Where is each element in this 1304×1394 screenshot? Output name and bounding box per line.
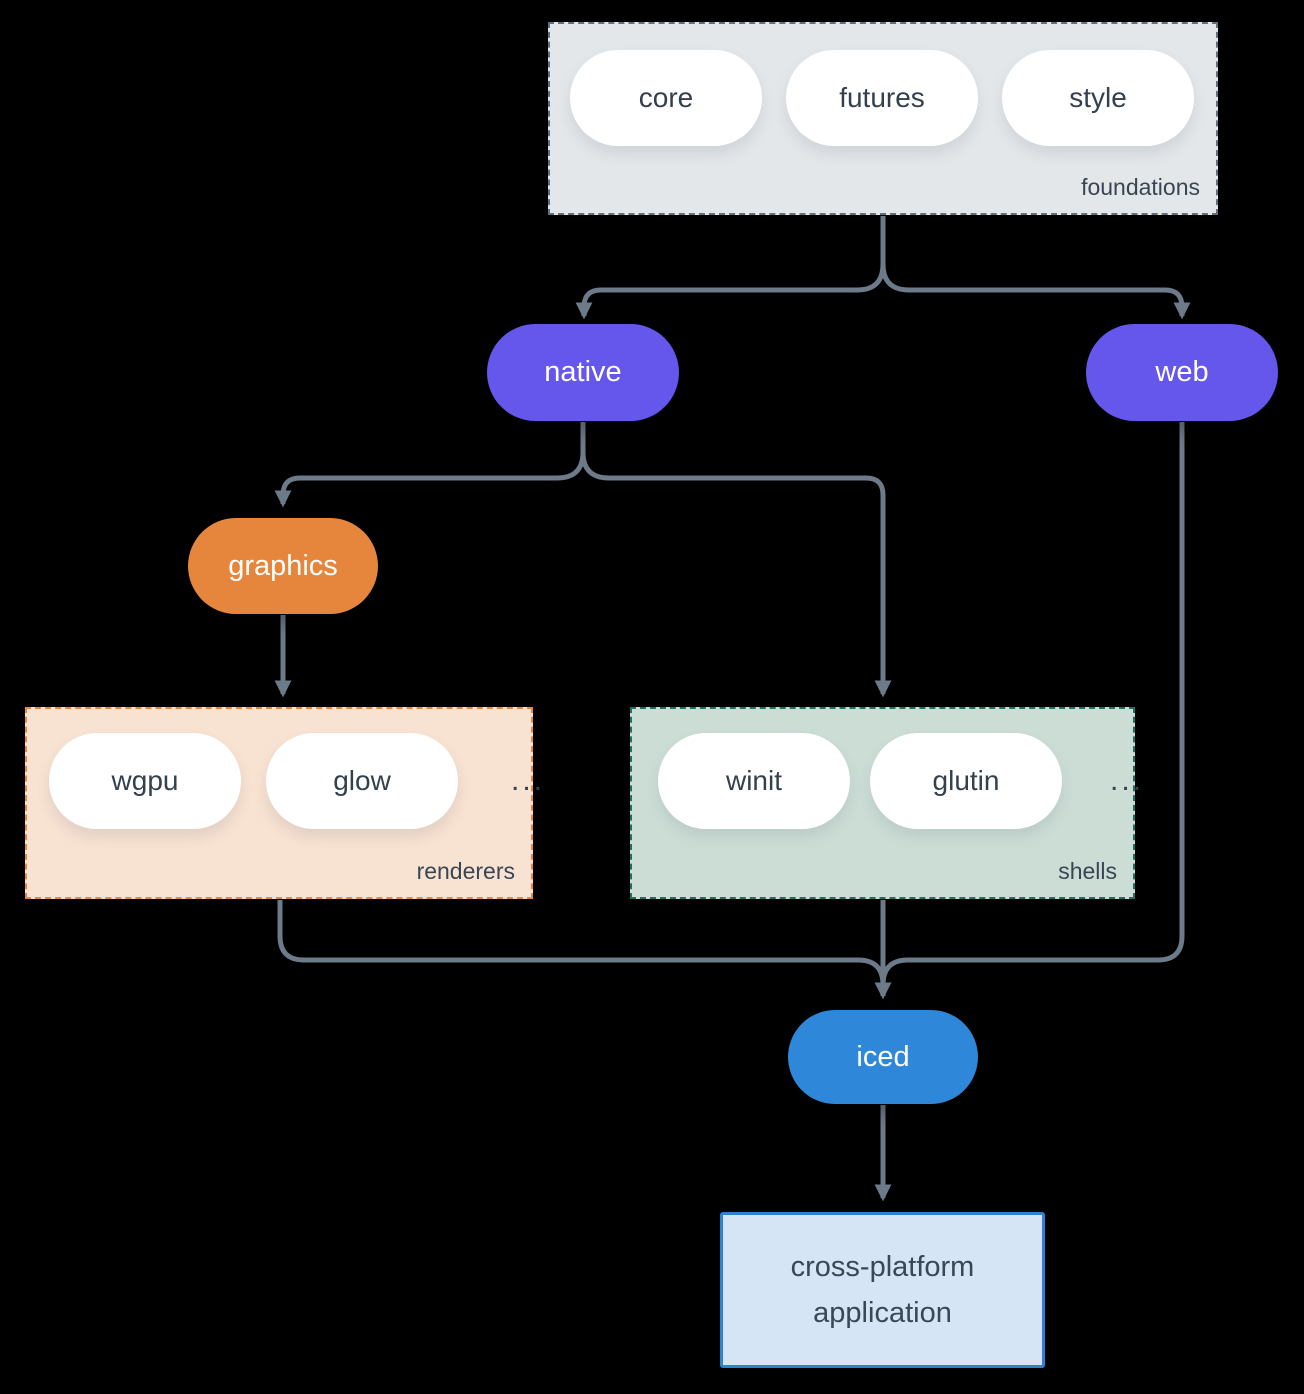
crate-core-label: core (638, 82, 694, 113)
renderers-ellipsis: ... (511, 764, 546, 797)
shells-group-label: shells (1058, 858, 1117, 884)
node-native-label: native (544, 356, 622, 388)
node-graphics: graphics (188, 518, 378, 614)
connector-native-graphics (274, 422, 586, 508)
crate-glutin-label: glutin (932, 765, 1000, 796)
crate-style-label: style (1069, 82, 1127, 113)
renderers-group-label: renderers (416, 858, 515, 884)
node-web-label: web (1155, 356, 1209, 388)
shells-ellipsis: ... (1110, 764, 1145, 797)
crate-glutin: glutin (870, 733, 1062, 829)
connector-foundations-native (575, 216, 886, 320)
node-iced: iced (788, 1010, 978, 1104)
renderers-pills: wgpu glow ... (27, 709, 542, 829)
node-native: native (487, 324, 679, 421)
crate-futures-label: futures (839, 82, 925, 113)
foundations-group-label: foundations (1081, 174, 1200, 200)
crate-glow-label: glow (333, 765, 391, 796)
connector-native-shells (580, 422, 892, 698)
node-graphics-label: graphics (228, 549, 338, 582)
renderers-group: wgpu glow ... renderers (25, 707, 542, 899)
crate-wgpu: wgpu (49, 733, 241, 829)
application-label-line2: application (813, 1297, 952, 1329)
cross-platform-application-box: cross-platform application (720, 1212, 1045, 1368)
node-iced-label: iced (856, 1040, 910, 1073)
crate-winit-label: winit (725, 765, 782, 796)
crate-futures: futures (786, 50, 978, 146)
foundations-pills: core futures style (550, 24, 1216, 146)
shells-group: winit glutin ... shells (630, 707, 1141, 899)
connector-web-iced (880, 422, 1185, 986)
crate-winit: winit (658, 733, 850, 829)
crate-wgpu-label: wgpu (111, 765, 179, 796)
foundations-group: core futures style foundations (548, 22, 1218, 215)
crate-core: core (570, 50, 762, 146)
connector-foundations-web (880, 216, 1191, 320)
application-label-line1: cross-platform (790, 1251, 975, 1283)
crate-style: style (1002, 50, 1194, 146)
shells-pills: winit glutin ... (632, 709, 1141, 829)
connector-renderers-iced (277, 900, 886, 986)
crate-glow: glow (266, 733, 458, 829)
node-web: web (1086, 324, 1278, 421)
